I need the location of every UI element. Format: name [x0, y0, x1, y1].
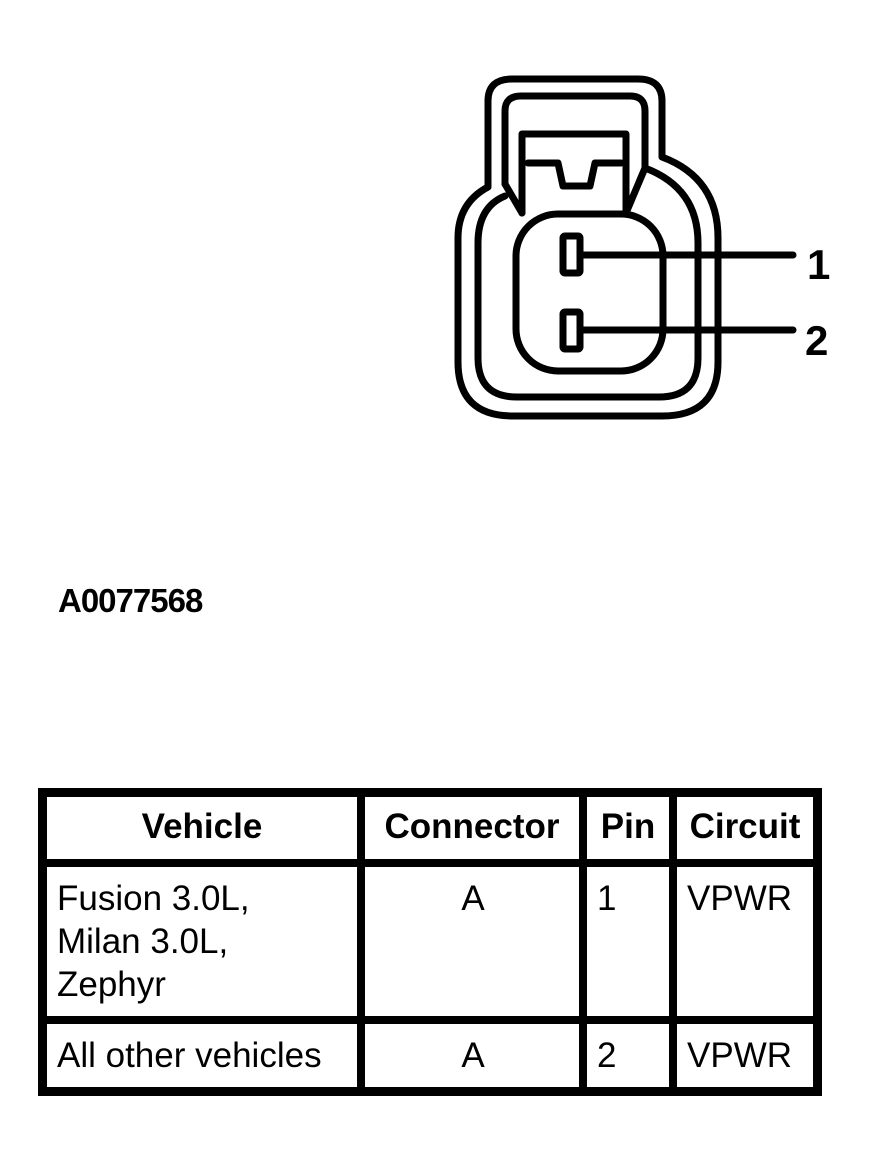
cell-vehicle: Fusion 3.0L, Milan 3.0L, Zephyr: [45, 865, 359, 1018]
table-header-row: Vehicle Connector Pin Circuit: [45, 795, 815, 861]
connector-inner-shell: [474, 92, 702, 401]
pin-2-label: 2: [805, 317, 828, 364]
cell-pin: 2: [585, 1022, 671, 1089]
connector-latch: [518, 130, 630, 217]
pin-1-slot: [559, 232, 584, 277]
pin-2-slot: [559, 308, 584, 353]
connector-outer-shell: [454, 75, 722, 420]
table-row: All other vehicles A 2 VPWR: [45, 1022, 815, 1089]
figure-code: A0077568: [58, 582, 203, 619]
cell-connector: A: [363, 865, 581, 1018]
header-pin: Pin: [585, 795, 671, 861]
connector-latch-side-right: [622, 164, 649, 217]
connector-latch-notch: [524, 159, 625, 190]
cell-circuit: VPWR: [675, 1022, 815, 1089]
cell-vehicle: All other vehicles: [45, 1022, 359, 1089]
cell-connector: A: [363, 1022, 581, 1089]
table-row: Fusion 3.0L, Milan 3.0L, Zephyr A 1 VPWR: [45, 865, 815, 1018]
cell-circuit: VPWR: [675, 865, 815, 1018]
cell-pin: 1: [585, 865, 671, 1018]
connector-face-diagram: 1 2: [454, 75, 830, 420]
connector-latch-side-left: [501, 180, 526, 217]
pin-1-label: 1: [807, 241, 830, 288]
header-connector: Connector: [363, 795, 581, 861]
header-vehicle: Vehicle: [45, 795, 359, 861]
terminal-cavity: [512, 210, 667, 375]
header-circuit: Circuit: [675, 795, 815, 861]
pinout-table: Vehicle Connector Pin Circuit Fusion 3.0…: [38, 788, 822, 1096]
